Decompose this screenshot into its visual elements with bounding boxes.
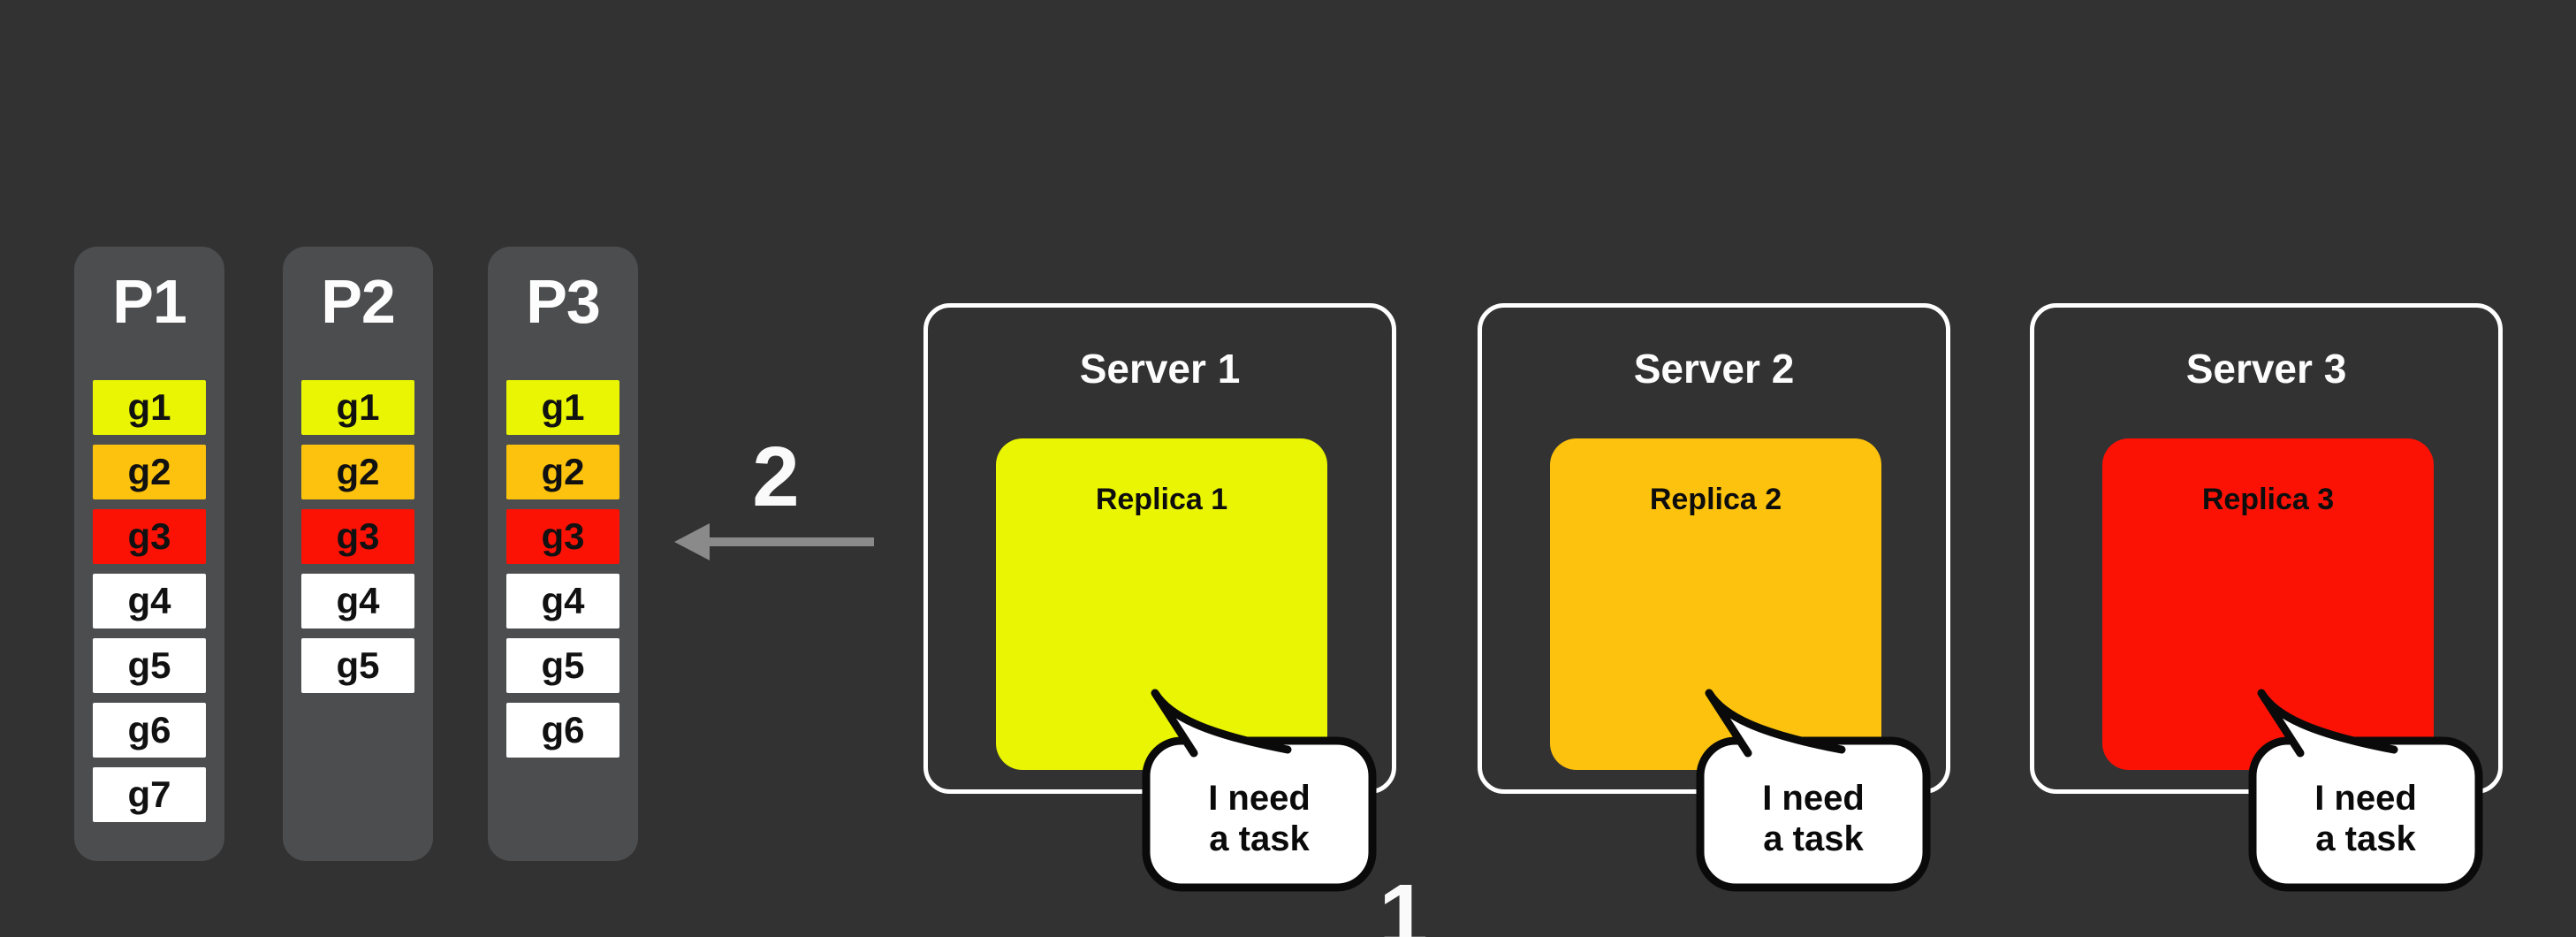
task-list: g1 g2 g3 g4 g5 bbox=[301, 380, 414, 693]
server-card-3: Server 3 Replica 3 I need a task bbox=[2030, 303, 2503, 892]
server-title: Server 1 bbox=[1079, 346, 1241, 392]
task-chip-g7: g7 bbox=[93, 767, 206, 822]
bubble-text-line1: I need bbox=[1208, 779, 1311, 818]
server-card-2: Server 2 Replica 2 I need a task bbox=[1478, 303, 1950, 892]
step-2-label: 2 bbox=[752, 430, 799, 524]
replica-label: Replica 2 bbox=[1649, 483, 1782, 516]
task-chip-g6: g6 bbox=[93, 703, 206, 758]
replica-label: Replica 1 bbox=[1095, 483, 1228, 516]
task-chip-g2: g2 bbox=[301, 445, 414, 499]
partition-title: P2 bbox=[321, 267, 396, 336]
partition-column-p2: P2 g1 g2 g3 g4 g5 bbox=[283, 247, 433, 861]
server-title: Server 2 bbox=[1633, 346, 1795, 392]
task-chip-g4: g4 bbox=[301, 574, 414, 628]
partition-title: P1 bbox=[112, 267, 187, 336]
partition-column-p1: P1 g1 g2 g3 g4 g5 g6 g7 bbox=[74, 247, 224, 861]
task-list: g1 g2 g3 g4 g5 g6 bbox=[506, 380, 619, 758]
server-card-1: Server 1 Replica 1 I need a task bbox=[923, 303, 1396, 892]
step-1-label: 1 bbox=[1379, 866, 1428, 937]
bubble-tail bbox=[1155, 693, 1288, 751]
task-chip-g5: g5 bbox=[93, 638, 206, 693]
task-chip-g6: g6 bbox=[506, 703, 619, 758]
task-chip-g4: g4 bbox=[506, 574, 619, 628]
replica-box-1: Replica 1 bbox=[996, 438, 1327, 770]
speech-bubble: I need a task bbox=[1142, 689, 1377, 892]
partition-title: P3 bbox=[526, 267, 601, 336]
bubble-text-line2: a task bbox=[2315, 819, 2416, 858]
replica-box-3: Replica 3 bbox=[2102, 438, 2434, 770]
task-chip-g4: g4 bbox=[93, 574, 206, 628]
bubble-text-line2: a task bbox=[1763, 819, 1864, 858]
replica-box-2: Replica 2 bbox=[1550, 438, 1881, 770]
task-chip-g5: g5 bbox=[301, 638, 414, 693]
bubble-tail bbox=[1709, 693, 1842, 751]
pull-arrow-icon bbox=[674, 523, 874, 560]
task-list: g1 g2 g3 g4 g5 g6 g7 bbox=[93, 380, 206, 822]
bubble-text-line1: I need bbox=[2314, 779, 2417, 818]
task-chip-g5: g5 bbox=[506, 638, 619, 693]
task-chip-g1: g1 bbox=[301, 380, 414, 435]
server-title: Server 3 bbox=[2185, 346, 2347, 392]
replica-label: Replica 3 bbox=[2201, 483, 2335, 516]
speech-bubble: I need a task bbox=[1696, 689, 1931, 892]
arrow-shape bbox=[674, 523, 874, 560]
task-chip-g1: g1 bbox=[93, 380, 206, 435]
task-chip-g3: g3 bbox=[93, 509, 206, 564]
task-chip-g2: g2 bbox=[93, 445, 206, 499]
bubble-tail bbox=[2261, 693, 2394, 751]
partition-column-p3: P3 g1 g2 g3 g4 g5 g6 bbox=[488, 247, 638, 861]
task-chip-g2: g2 bbox=[506, 445, 619, 499]
bubble-text-line2: a task bbox=[1209, 819, 1310, 858]
task-chip-g3: g3 bbox=[301, 509, 414, 564]
task-chip-g1: g1 bbox=[506, 380, 619, 435]
task-chip-g3: g3 bbox=[506, 509, 619, 564]
bubble-text-line1: I need bbox=[1762, 779, 1865, 818]
speech-bubble: I need a task bbox=[2248, 689, 2483, 892]
